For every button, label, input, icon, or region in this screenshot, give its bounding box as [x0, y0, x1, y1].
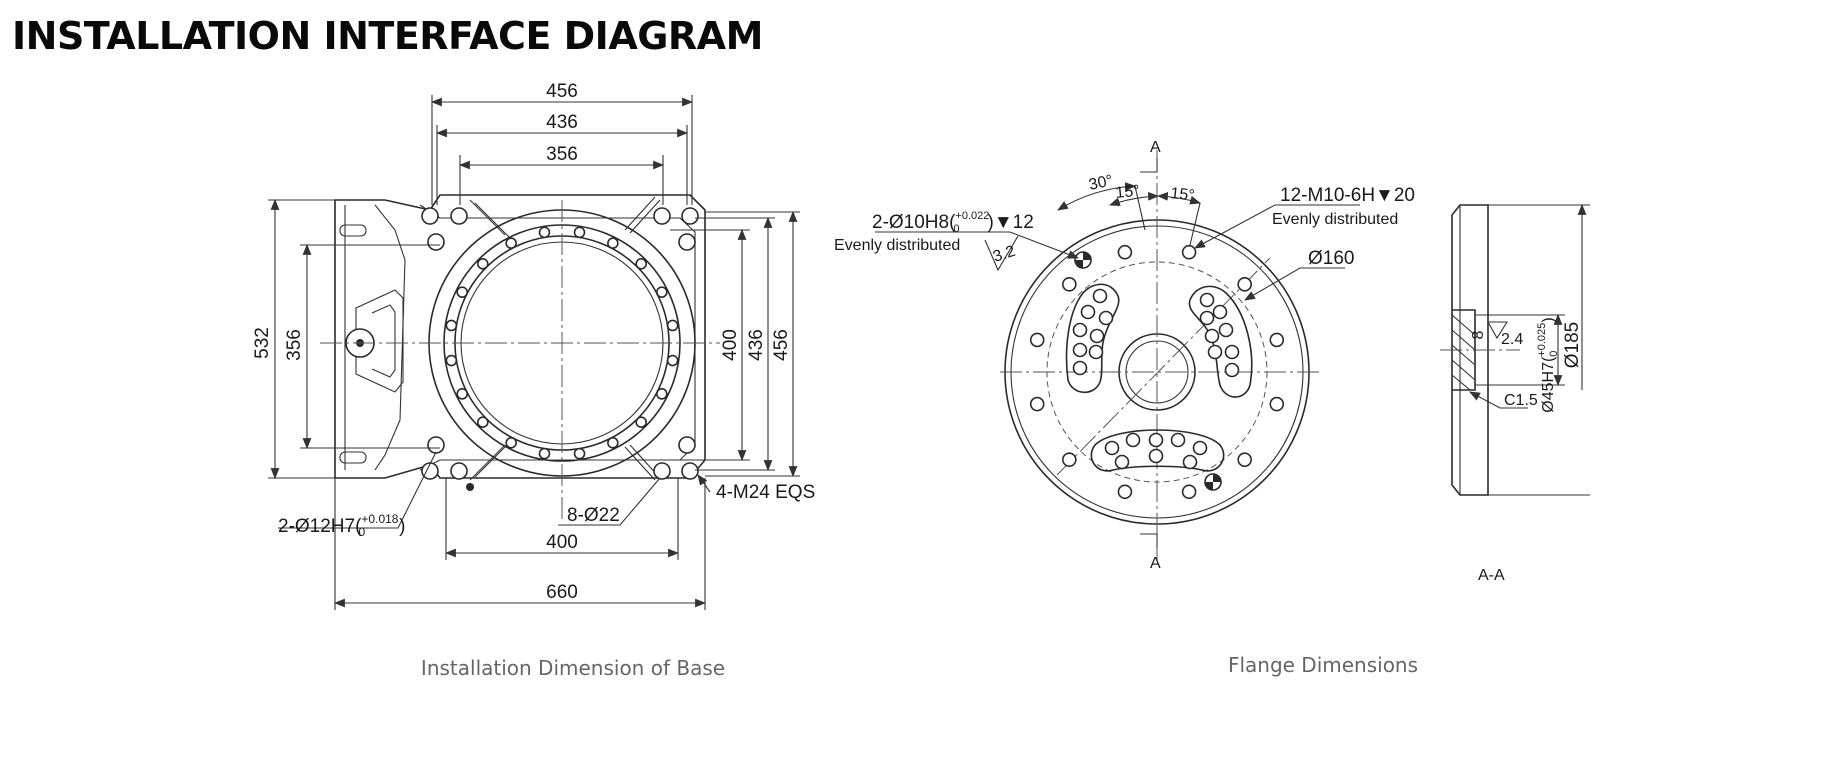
thread-hole — [1237, 452, 1252, 467]
flange-bolt — [477, 258, 489, 270]
dim-532-left: 532 — [252, 327, 273, 359]
thread-hole — [1269, 396, 1285, 412]
thread-hole — [1181, 244, 1197, 260]
section-view: Ø185 Ø45H7(+0.0250) 8 2.4 C1.5 A-A — [1440, 203, 1590, 584]
thread-hole — [1181, 484, 1197, 500]
flange-bolt — [573, 447, 586, 460]
flange-bolt — [538, 447, 551, 460]
slot-holes — [1072, 288, 1240, 470]
slot-hole — [1092, 288, 1108, 304]
thread-hole — [1029, 396, 1045, 412]
thread-hole — [1117, 244, 1133, 260]
note-pcd: Ø160 — [1308, 248, 1354, 269]
slot-hole — [1104, 440, 1120, 456]
dim-436-top: 436 — [546, 112, 578, 133]
section-label: A-A — [1478, 567, 1505, 584]
slot-hole — [1148, 432, 1164, 448]
flange-bolt — [445, 319, 458, 332]
note-thread-evenly: Evenly distributed — [1272, 211, 1398, 228]
thread-hole — [1117, 484, 1133, 500]
section-marker-bottom: A — [1150, 555, 1161, 572]
slot-hole — [1204, 328, 1220, 344]
slot-hole — [1125, 432, 1141, 448]
flange-bolt — [655, 286, 668, 298]
dim-436-right: 436 — [746, 329, 767, 361]
thread-hole — [1062, 452, 1077, 467]
corner-holes — [421, 207, 699, 491]
thread-hole — [1062, 277, 1077, 292]
flange-bolt — [505, 237, 517, 250]
page-title: INSTALLATION INTERFACE DIAGRAM — [12, 14, 763, 58]
thread-hole — [1269, 332, 1285, 348]
slot-hole — [1072, 360, 1088, 376]
dim-356-left: 356 — [284, 329, 305, 361]
slot-hole — [1089, 328, 1105, 344]
flange-bolt — [635, 258, 647, 270]
slot-hole — [1224, 344, 1240, 360]
dim-660-bottom: 660 — [546, 582, 578, 603]
slot-hole — [1199, 292, 1215, 308]
slot-hole — [1170, 432, 1186, 448]
slot-hole — [1148, 448, 1164, 464]
angle-30: 30° — [1087, 172, 1114, 194]
flange-bolt — [477, 416, 489, 428]
flange-bolt — [666, 319, 679, 332]
slot-hole — [1114, 454, 1130, 470]
dim-400-right: 400 — [720, 329, 741, 361]
note-4-m24: 4-M24 EQS — [716, 482, 815, 503]
slot-hole — [1098, 310, 1114, 326]
dim-bore: Ø45H7(+0.0250) — [1536, 317, 1560, 412]
slot-hole — [1080, 304, 1096, 320]
dim-chamfer: C1.5 — [1504, 392, 1538, 409]
dim-400-bottom: 400 — [546, 532, 578, 553]
flange-bolt — [505, 436, 517, 449]
flange-bolt — [655, 388, 668, 400]
dim-456-top: 456 — [546, 81, 578, 102]
flange-bolt — [666, 354, 679, 367]
flange-bolt — [573, 226, 586, 239]
flange-bolt — [456, 286, 469, 298]
outer-thread-holes — [1029, 244, 1285, 500]
flange-bolt — [607, 436, 619, 449]
flange-bolt — [538, 226, 551, 239]
slot-hole — [1207, 344, 1223, 360]
note-thread-holes: 12-M10-6H▼20 — [1280, 185, 1415, 206]
roughness-value: 3.2 — [991, 243, 1018, 266]
slot-hole — [1192, 440, 1208, 456]
slot-hole — [1224, 362, 1240, 378]
slot-hole — [1218, 322, 1234, 338]
dim-2-4: 2.4 — [1501, 331, 1523, 348]
section-marker-top: A — [1150, 139, 1161, 156]
flange-bolt — [607, 237, 619, 250]
base-caption: Installation Dimension of Base — [421, 656, 725, 680]
flange-caption: Flange Dimensions — [1228, 653, 1418, 677]
slot-hole — [1088, 344, 1104, 360]
note-pin-evenly: Evenly distributed — [834, 237, 960, 254]
flange-bolt — [445, 354, 458, 367]
note-8-d22: 8-Ø22 — [567, 505, 620, 526]
dim-depth-8: 8 — [1470, 330, 1487, 339]
slot-hole — [1072, 342, 1088, 358]
dim-od-185: Ø185 — [1562, 322, 1583, 368]
base-outline — [334, 194, 706, 479]
angle-15a: 15° — [1115, 183, 1141, 202]
thread-hole — [1029, 332, 1045, 348]
slot-hole — [1072, 322, 1088, 338]
dim-456-right: 456 — [771, 329, 792, 361]
base-drawing: 456 436 356 532 356 400 436 456 — [252, 81, 815, 680]
flange-bolt-ring — [445, 226, 679, 460]
slot-hole — [1182, 454, 1198, 470]
angle-15b: 15° — [1170, 185, 1196, 204]
flange-bolt — [456, 388, 469, 400]
flange-bolt — [635, 416, 647, 428]
thread-hole — [1237, 277, 1252, 292]
slot-hole — [1212, 304, 1228, 320]
slot-hole — [1199, 310, 1215, 326]
flange-drawing: A A 30° 15° 15° 12-M10-6H▼20 Evenly dist… — [834, 139, 1418, 677]
dim-356-top: 356 — [546, 144, 578, 165]
